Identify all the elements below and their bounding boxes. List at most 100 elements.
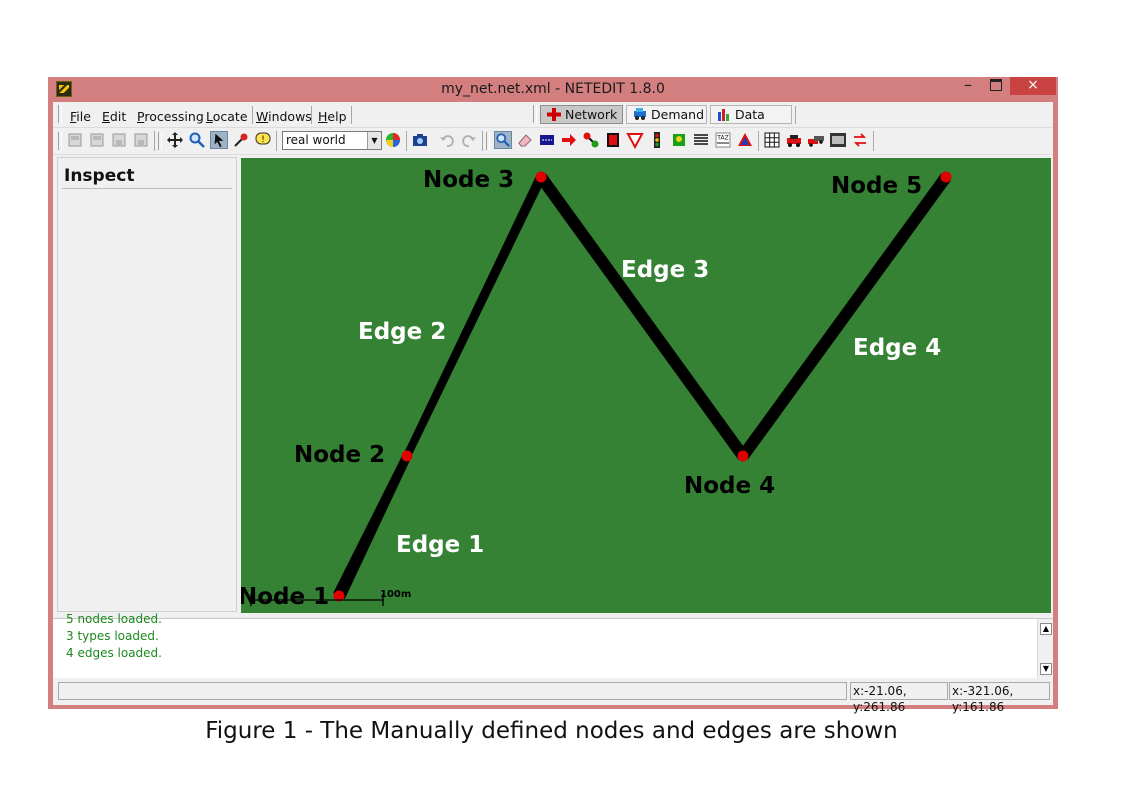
menu-windows[interactable]: Windows: [256, 109, 312, 124]
node-5[interactable]: [940, 171, 952, 183]
toolbar-separator: [406, 131, 407, 151]
wire-icon[interactable]: [692, 131, 710, 149]
log-line: 3 types loaded.: [66, 629, 159, 643]
network-icon: [547, 108, 561, 121]
status-message: [58, 682, 847, 700]
new-network-icon[interactable]: [66, 131, 84, 149]
chevron-down-icon[interactable]: ▼: [367, 132, 381, 149]
inspect-title: Inspect: [64, 166, 135, 186]
scroll-up-icon[interactable]: ▲: [1040, 623, 1052, 635]
edge-4[interactable]: [738, 173, 951, 460]
menu-bar: File Edit Processing Locate Windows Help…: [53, 102, 1053, 128]
menu-file[interactable]: File: [70, 109, 91, 124]
toggle-view-icon[interactable]: [829, 131, 847, 149]
node-2[interactable]: [401, 450, 413, 462]
save-network-icon[interactable]: [110, 131, 128, 149]
tab-demand-label: Demand: [651, 107, 705, 122]
maximize-button[interactable]: [983, 75, 1009, 95]
select-mode-icon[interactable]: [538, 131, 556, 149]
toolbar-grip[interactable]: [58, 132, 62, 150]
tab-network[interactable]: Network: [540, 105, 623, 124]
vehicle-type-icon[interactable]: [807, 131, 825, 149]
log-line: 5 nodes loaded.: [66, 612, 162, 626]
vehicle-icon[interactable]: [785, 131, 803, 149]
delete-icon[interactable]: [232, 131, 250, 149]
log-line: 4 edges loaded.: [66, 646, 162, 660]
node-3[interactable]: [535, 171, 547, 183]
polygon-icon[interactable]: [736, 131, 754, 149]
node-label-1: Node 1: [241, 584, 329, 610]
menu-help[interactable]: Help: [318, 109, 347, 124]
status-coordinates: x:-21.06, y:261.86: [850, 682, 948, 714]
edge-3[interactable]: [536, 173, 748, 460]
title-bar: my_net.net.xml - NETEDIT 1.8.0 – ×: [48, 75, 1058, 102]
viewport-select[interactable]: real world ▼: [282, 131, 382, 150]
toolbar-separator: [758, 131, 759, 151]
create-edge-icon[interactable]: [560, 131, 578, 149]
menubar-grip[interactable]: [58, 105, 62, 123]
toolbar: ! real world ▼ TAZ: [53, 127, 1053, 155]
minimize-button[interactable]: –: [964, 75, 972, 94]
modes-grip[interactable]: [533, 105, 537, 123]
toolbar-grip[interactable]: [158, 132, 162, 150]
status-geo-coordinates: x:-321.06, y:161.86: [949, 682, 1050, 714]
status-bar: x:-21.06, y:261.86 x:-321.06, y:161.86: [53, 679, 1053, 714]
modes-separator: [795, 106, 796, 124]
menu-separator: [311, 106, 312, 124]
window-client: File Edit Processing Locate Windows Help…: [53, 102, 1053, 714]
additional-icon[interactable]: [670, 131, 688, 149]
demand-icon: [634, 108, 646, 120]
edge-1[interactable]: [333, 454, 412, 599]
toolbar-separator: [873, 131, 874, 151]
svg-text:TAZ: TAZ: [716, 135, 728, 142]
zoom-icon[interactable]: [188, 131, 206, 149]
tab-network-label: Network: [565, 107, 618, 122]
route-icon[interactable]: [851, 131, 869, 149]
menu-edit[interactable]: Edit: [102, 109, 127, 124]
prohibition-icon[interactable]: [604, 131, 622, 149]
tab-data[interactable]: Data: [710, 105, 792, 124]
window-title: my_net.net.xml - NETEDIT 1.8.0: [441, 81, 665, 97]
edge-label-4: Edge 4: [853, 335, 941, 361]
close-button[interactable]: ×: [1010, 77, 1056, 95]
tab-demand[interactable]: Demand: [626, 105, 707, 124]
menu-processing[interactable]: Processing: [137, 109, 204, 124]
redo-icon[interactable]: [460, 131, 478, 149]
save-as-icon[interactable]: [132, 131, 150, 149]
scroll-down-icon[interactable]: ▼: [1040, 663, 1052, 675]
color-wheel-icon[interactable]: [384, 131, 402, 149]
node-1[interactable]: [333, 590, 345, 602]
traffic-light-icon[interactable]: [648, 131, 666, 149]
inspect-divider: [62, 188, 232, 189]
toolbar-separator: [276, 131, 277, 151]
menu-separator: [252, 106, 253, 124]
inspect-icon[interactable]: [494, 131, 512, 149]
menu-separator: [351, 106, 352, 124]
taz-icon[interactable]: TAZ: [714, 131, 732, 149]
edge-label-3: Edge 3: [621, 257, 709, 283]
select-icon[interactable]: [210, 131, 228, 149]
eraser-icon[interactable]: [516, 131, 534, 149]
crossing-icon[interactable]: [626, 131, 644, 149]
svg-text:!: !: [261, 135, 265, 145]
grid-icon[interactable]: [763, 131, 781, 149]
screenshot-icon[interactable]: [411, 131, 429, 149]
open-network-icon[interactable]: [88, 131, 106, 149]
toolbar-grip[interactable]: [486, 132, 490, 150]
undo-icon[interactable]: [438, 131, 456, 149]
maximize-icon: [990, 79, 1002, 91]
message-log: 5 nodes loaded. 3 types loaded. 4 edges …: [53, 612, 1053, 678]
node-4[interactable]: [737, 450, 749, 462]
node-label-4: Node 4: [684, 473, 775, 499]
connection-icon[interactable]: [582, 131, 600, 149]
log-scrollbar[interactable]: ▲ ▼: [1037, 619, 1053, 678]
move-icon[interactable]: [166, 131, 184, 149]
help-icon[interactable]: !: [254, 131, 272, 149]
menu-locate[interactable]: Locate: [206, 109, 248, 124]
scale-label: 100m: [380, 589, 411, 600]
edge-2[interactable]: [403, 174, 546, 458]
netedit-logo-icon: [56, 81, 72, 97]
figure-caption: Figure 1 - The Manually defined nodes an…: [205, 718, 898, 744]
